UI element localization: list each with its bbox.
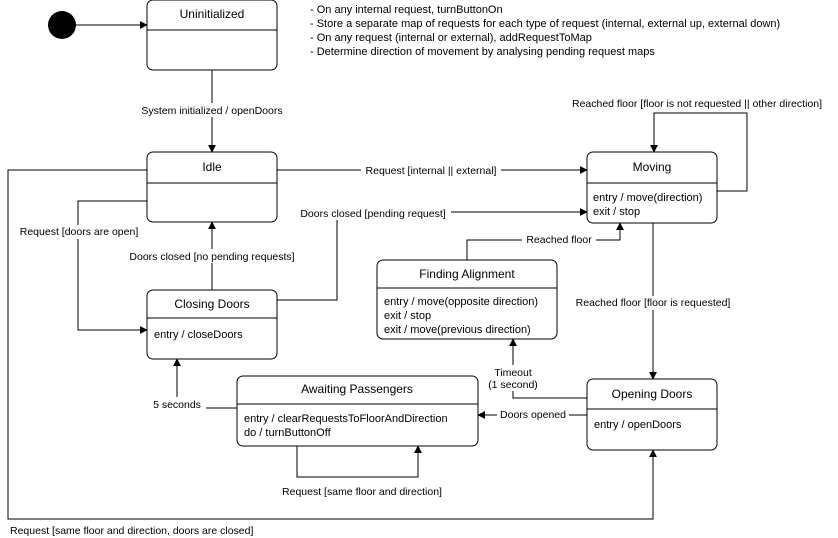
label-doors-closed-pending: Doors closed [pending request] [300, 208, 445, 220]
label-reached-floor-not-requested: Reached floor [floor is not requested ||… [572, 98, 822, 110]
edge-idle-to-closing [77, 200, 148, 334]
label-five-seconds: 5 seconds [153, 399, 201, 411]
state-uninitialized: Uninitialized [146, 0, 278, 71]
state-opening-doors-action-1: entry / openDoors [594, 419, 682, 431]
note-line-4: - Determine direction of movement by ana… [310, 46, 655, 58]
state-awaiting-passengers: Awaiting Passengers entry / clearRequest… [236, 375, 479, 447]
state-finding-alignment-action-1: entry / move(opposite direction) [384, 296, 538, 308]
label-reached-floor-requested: Reached floor [floor is requested] [576, 297, 731, 309]
state-moving-action-1: entry / move(direction) [593, 192, 702, 204]
state-moving: Moving entry / move(direction) exit / st… [586, 151, 718, 224]
state-idle-title: Idle [202, 160, 222, 174]
notes-block: - On any internal request, turnButtonOn … [310, 4, 780, 58]
label-request-doors-open: Request [doors are open] [20, 226, 139, 238]
label-doors-closed-no-pending: Doors closed [no pending requests] [129, 251, 294, 263]
initial-state-node [48, 11, 76, 39]
state-finding-alignment-action-2: exit / stop [384, 310, 431, 322]
state-awaiting-passengers-action-1: entry / clearRequestsToFloorAndDirection [244, 413, 448, 425]
state-finding-alignment: Finding Alignment entry / move(opposite … [376, 259, 558, 340]
state-idle: Idle [146, 151, 278, 223]
label-reached-floor-alignment: Reached floor [526, 234, 592, 246]
label-system-initialized: System initialized / openDoors [141, 105, 282, 117]
state-closing-doors-action-1: entry / closeDoors [154, 329, 243, 341]
label-timeout: Timeout [494, 367, 532, 379]
note-line-1: - On any internal request, turnButtonOn [310, 4, 503, 16]
state-uninitialized-title: Uninitialized [180, 7, 245, 21]
state-moving-action-2: exit / stop [593, 206, 640, 218]
state-moving-title: Moving [633, 160, 672, 174]
edge-opening-to-alignment [509, 338, 587, 399]
state-finding-alignment-title: Finding Alignment [419, 267, 515, 281]
state-closing-doors-title: Closing Doors [174, 297, 249, 311]
label-request-internal-external: Request [internal || external] [366, 165, 497, 177]
label-doors-opened: Doors opened [500, 409, 566, 421]
label-timeout-duration: (1 second) [488, 379, 538, 391]
edge-moving-self-loop [650, 112, 748, 192]
label-request-same-floor-closed: Request [same floor and direction, doors… [10, 525, 253, 537]
state-finding-alignment-action-3: exit / move(previous direction) [384, 324, 531, 336]
edge-idle-to-opening [7, 169, 657, 520]
state-awaiting-passengers-action-2: do / turnButtonOff [244, 427, 332, 439]
state-opening-doors: Opening Doors entry / openDoors [586, 378, 718, 451]
note-line-3: - On any request (internal or external),… [310, 32, 592, 44]
state-opening-doors-title: Opening Doors [612, 387, 693, 401]
state-closing-doors: Closing Doors entry / closeDoors [146, 289, 278, 360]
note-line-2: - Store a separate map of requests for e… [310, 18, 780, 30]
edge-closing-to-moving [277, 208, 588, 301]
state-awaiting-passengers-title: Awaiting Passengers [301, 382, 413, 396]
edge-awaiting-self-loop [296, 445, 422, 478]
label-request-same-floor: Request [same floor and direction] [282, 486, 442, 498]
